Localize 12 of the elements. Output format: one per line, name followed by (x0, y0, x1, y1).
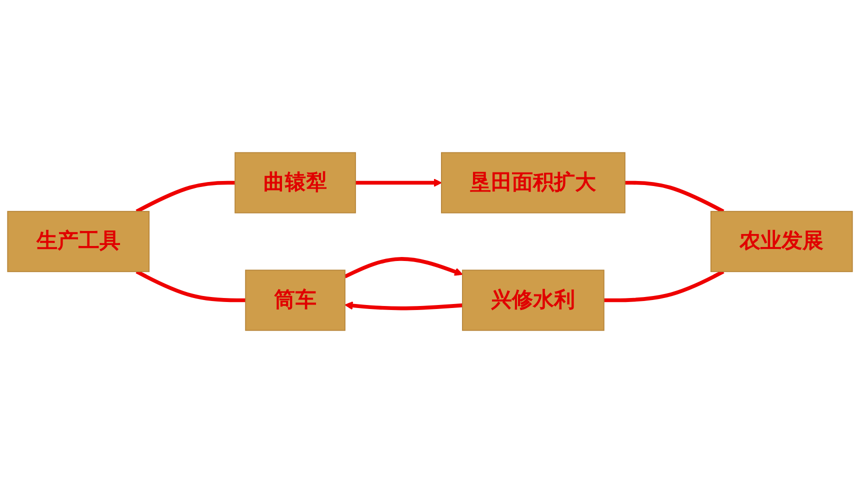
connector (136, 181, 236, 214)
node-box: 垦田面积扩大 (440, 152, 626, 214)
arrow (344, 258, 463, 279)
node-box: 曲辕犁 (234, 152, 356, 214)
connector (604, 270, 724, 303)
connector (624, 181, 724, 214)
arrow (355, 179, 442, 188)
node-box: 农业发展 (710, 211, 853, 273)
node-box: 筒车 (245, 270, 346, 332)
node-box: 兴修水利 (462, 270, 604, 332)
connector (136, 270, 246, 303)
arrow (344, 302, 463, 311)
